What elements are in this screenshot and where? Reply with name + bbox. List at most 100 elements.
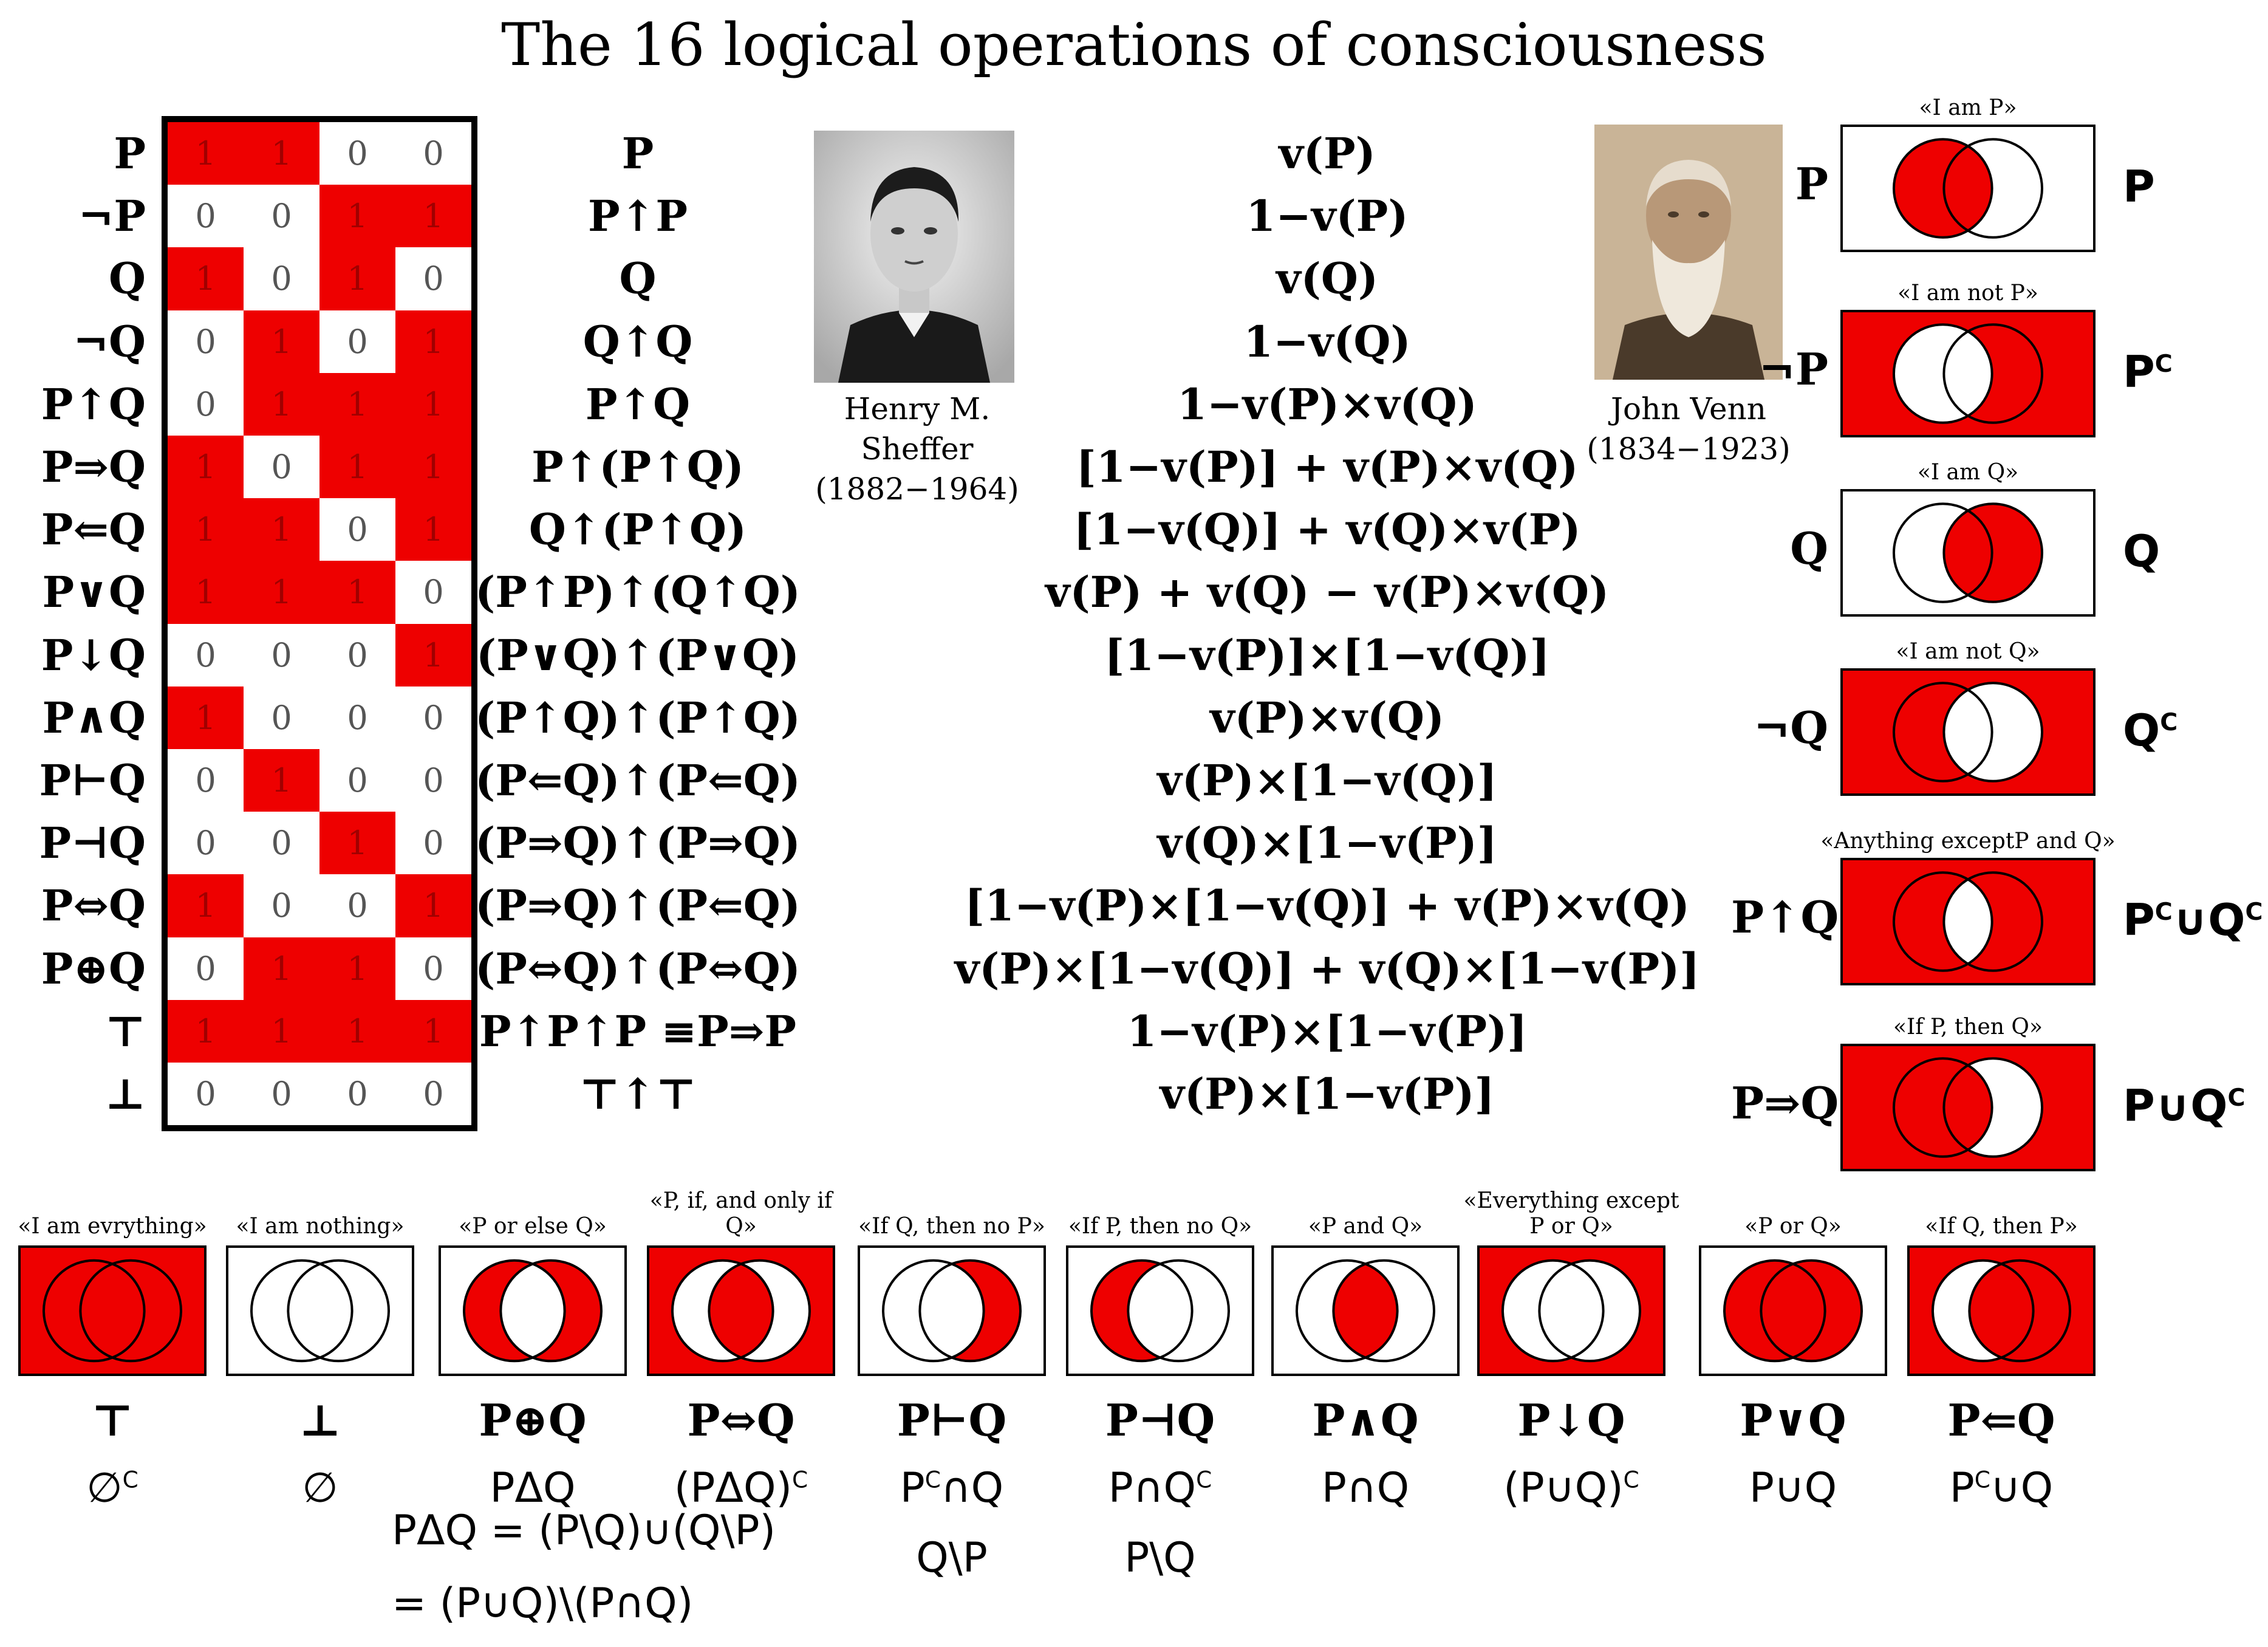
venn-years: (1834−1923) <box>1587 431 1791 467</box>
venn-intersection-region <box>1944 683 1992 781</box>
sheffer-caption: Henry M. Sheffer (1882−1964) <box>784 389 1051 509</box>
set-base: P∪Q <box>1749 1464 1837 1512</box>
venn-circle-outline <box>1932 1259 2035 1363</box>
probability-expression: v(P)×[1−v(Q)] <box>1157 755 1497 806</box>
sheffer-years: (1882−1964) <box>815 471 1019 507</box>
venn-set-label: (P∪Q)C <box>1453 1464 1690 1512</box>
venn-circle-outline <box>79 1259 182 1363</box>
venn-box <box>1840 310 2096 437</box>
venn-caption-title: «P and Q» <box>1308 1214 1423 1239</box>
truth-cell: 0 <box>347 761 368 800</box>
truth-cell: 1 <box>244 937 319 1000</box>
truth-cell: 1 <box>319 937 395 1000</box>
truth-cell: 0 <box>423 698 444 737</box>
set-complement-mark: C <box>924 1466 941 1493</box>
set-complement-mark: C <box>1196 1466 1212 1493</box>
venn-box <box>858 1245 1046 1376</box>
probability-expression: [1−v(P)] + v(P)×v(Q) <box>1076 442 1579 492</box>
probability-expression: v(Q)×[1−v(P)] <box>1157 818 1497 869</box>
set-rest: ∩Q <box>940 1464 1004 1512</box>
truth-cell: 0 <box>423 573 444 612</box>
venn-circle-outline <box>43 1259 146 1363</box>
venn-circle-outline <box>1760 1259 1863 1363</box>
venn-circle-outline <box>1538 1259 1641 1363</box>
sheffer-expression: Q <box>619 253 657 304</box>
truth-cell: 0 <box>423 824 444 863</box>
truth-cell: 0 <box>271 1075 292 1114</box>
venn-intersection-region <box>1944 1058 1992 1157</box>
venn-circle-outline <box>1942 502 2043 603</box>
venn-operation-label: Q <box>1790 522 1828 574</box>
truth-cell: 1 <box>168 874 244 937</box>
truth-cell: 1 <box>319 185 395 248</box>
venn-operation-label: ¬P <box>1758 343 1828 395</box>
venn-box <box>1271 1245 1460 1376</box>
set-base: P∩Q <box>1108 1464 1197 1512</box>
venn-box <box>1840 489 2096 617</box>
venn-caption-title: «I am not P» <box>1897 281 2038 306</box>
truth-cell: 0 <box>347 635 368 674</box>
truth-cell: 1 <box>244 498 319 561</box>
set-complement-mark: C <box>1974 1466 1990 1493</box>
venn-set-label: Q <box>2123 526 2160 577</box>
truth-cell: 1 <box>319 812 395 875</box>
set-base: (PΔQ) <box>674 1464 792 1512</box>
truth-cell: 0 <box>347 1075 368 1114</box>
truth-cell: 1 <box>395 623 471 687</box>
venn-name: John Venn <box>1611 391 1766 426</box>
truth-cell: 0 <box>195 635 216 674</box>
venn-box <box>1840 1044 2096 1171</box>
probability-expression: [1−v(P)×[1−v(Q)] + v(P)×v(Q) <box>965 880 1690 931</box>
probability-expression: v(P)×v(Q) <box>1209 692 1445 743</box>
venn-box <box>1066 1245 1254 1376</box>
truth-cell: 1 <box>244 122 319 185</box>
venn-set-label: PC <box>2123 346 2173 397</box>
row-label: P⊕Q <box>41 943 146 994</box>
truth-cell: 0 <box>347 510 368 549</box>
venn-box <box>18 1245 207 1376</box>
venn-caption-title: «I am Q» <box>1917 460 2019 485</box>
venn-circle-outline <box>918 1259 1022 1363</box>
venn-set-label: P∩QC <box>1042 1464 1279 1512</box>
venn-operation-label: P⊣Q <box>1105 1394 1215 1446</box>
truth-cell: 0 <box>271 635 292 674</box>
sheffer-expression: P↑P↑P ≡P⇒P <box>479 1005 797 1056</box>
venn-box <box>1699 1245 1887 1376</box>
venn-operation-label: P⇒Q <box>1731 1077 1839 1129</box>
probability-expression: v(P)×[1−v(Q)] + v(Q)×[1−v(P)] <box>954 943 1700 994</box>
venn-operation-label: P⊕Q <box>479 1394 587 1446</box>
venn-intersection-region <box>1944 324 1992 423</box>
venn-box <box>1840 668 2096 796</box>
truth-cell: 1 <box>395 185 471 248</box>
probability-expression: 1−v(Q) <box>1243 316 1411 367</box>
probability-expression: v(Q) <box>1276 253 1378 304</box>
truth-cell: 1 <box>244 310 319 373</box>
set-base: ∅ <box>86 1464 123 1512</box>
truth-cell: 1 <box>319 372 395 436</box>
truth-cell: 0 <box>271 824 292 863</box>
venn-caption-title: «If P, then no Q» <box>1068 1214 1252 1239</box>
venn-circle-outline <box>1127 1259 1230 1363</box>
truth-cell: 0 <box>271 448 292 487</box>
sheffer-expression: P↑P <box>588 191 688 242</box>
venn-diagram <box>860 1248 1043 1374</box>
set-base: P <box>2123 1080 2155 1131</box>
venn-operation-label: P↑Q <box>1731 891 1839 943</box>
venn-caption-title: «If Q, then no P» <box>858 1214 1045 1239</box>
venn-operation-label: P∧Q <box>1312 1394 1419 1446</box>
sheffer-expression: ⊤↑⊤ <box>579 1069 697 1119</box>
venn-circle-outline <box>1090 1259 1194 1363</box>
venn-intersection-region <box>1128 1260 1192 1361</box>
set-complement-mark: C <box>2227 1084 2246 1112</box>
truth-cell: 1 <box>244 372 319 436</box>
truth-cell: 1 <box>168 999 244 1063</box>
row-label: P <box>114 128 146 179</box>
venn-diagram <box>441 1248 624 1374</box>
set-complement-mark: C <box>2154 350 2173 378</box>
probability-expression: [1−v(P)]×[1−v(Q)] <box>1104 629 1550 680</box>
truth-cell: 1 <box>395 874 471 937</box>
truth-cell: 1 <box>168 561 244 624</box>
venn-set-label: P∩Q <box>1247 1464 1484 1512</box>
truth-cell: 0 <box>195 949 216 988</box>
venn-intersection-region <box>500 1260 565 1361</box>
